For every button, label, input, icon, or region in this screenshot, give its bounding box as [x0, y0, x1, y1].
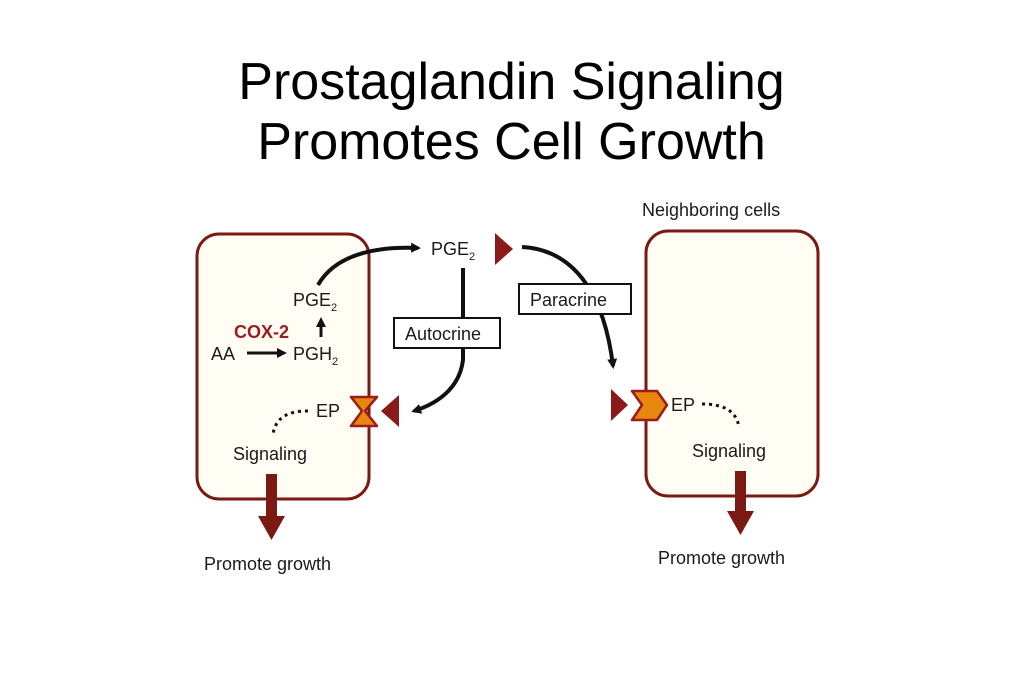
- aa-label: AA: [211, 344, 235, 364]
- title-line-2: Promotes Cell Growth: [257, 113, 766, 171]
- left-signal-dotted-line: [271, 409, 309, 435]
- left-promote-growth-label: Promote growth: [204, 554, 331, 574]
- left-growth-arrow-shaft: [266, 474, 277, 518]
- autocrine-arrow: [411, 268, 465, 414]
- left-bound-pge2-ligand: [381, 395, 399, 427]
- left-signaling-label: Signaling: [233, 444, 307, 464]
- paracrine-label: Paracrine: [530, 290, 607, 310]
- left-pge2-label: PGE2: [293, 290, 337, 314]
- released-pge2-label: PGE2: [431, 239, 475, 263]
- left-pgh2-label: PGH2: [293, 344, 338, 368]
- autocrine-box: [393, 317, 501, 349]
- neighboring-cells-label: Neighboring cells: [642, 200, 780, 220]
- right-ep-label: EP: [671, 395, 695, 415]
- left-ep-label: EP: [316, 401, 340, 421]
- right-ep-receptor: [630, 389, 669, 422]
- left-ep-receptor: [349, 395, 379, 428]
- released-pge2-ligand: [495, 233, 513, 265]
- slide-title: Prostaglandin Signaling Promotes Cell Gr…: [0, 52, 1023, 172]
- right-cell: [644, 229, 820, 498]
- right-growth-arrow-head: [727, 511, 754, 535]
- paracrine-box: [518, 283, 632, 315]
- cox2-label: COX-2: [234, 322, 289, 342]
- left-cell: [195, 232, 371, 501]
- left-growth-arrow-head: [258, 516, 285, 540]
- paracrine-arrow: [521, 245, 618, 369]
- right-signaling-label: Signaling: [692, 441, 766, 461]
- autocrine-label: Autocrine: [405, 324, 481, 344]
- title-line-1: Prostaglandin Signaling: [238, 53, 785, 111]
- release-arrow: [316, 242, 421, 287]
- right-bound-pge2-ligand: [611, 389, 628, 421]
- right-growth-arrow-shaft: [735, 471, 746, 513]
- right-promote-growth-label: Promote growth: [658, 548, 785, 568]
- right-signal-dotted-line: [701, 402, 741, 429]
